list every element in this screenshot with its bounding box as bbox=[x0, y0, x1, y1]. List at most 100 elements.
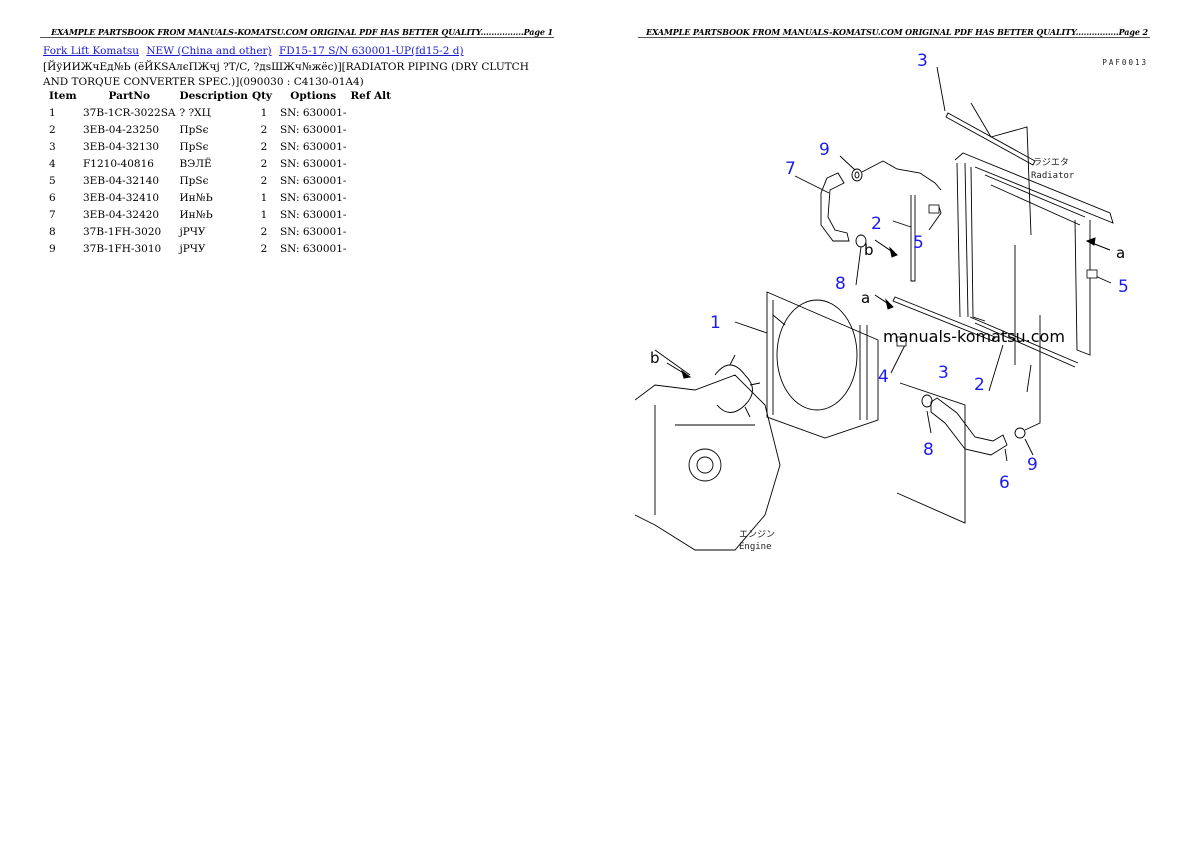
callout-1: 1 bbox=[710, 313, 721, 333]
cell-item: 6 bbox=[49, 192, 56, 204]
cell-qty: 2 bbox=[260, 158, 268, 170]
cell-description: ПрSє bbox=[179, 141, 209, 153]
cell-refalt bbox=[350, 192, 395, 209]
engine-label: Engine bbox=[739, 542, 772, 552]
page-2: EXAMPLE PARTSBOOK FROM MANUALS-KOMATSU.C… bbox=[595, 0, 1190, 842]
callout-2: 2 bbox=[871, 214, 882, 234]
parts-table: Item PartNo Description Qty Options Ref … bbox=[46, 90, 395, 260]
cell-qty: 1 bbox=[260, 107, 268, 119]
cell-options: SN: 630001- bbox=[279, 209, 347, 221]
breadcrumb: Fork Lift Komatsu NEW (China and other) … bbox=[43, 45, 468, 57]
diagram-code: PAF0013 bbox=[1102, 58, 1148, 67]
table-row: 3 3EB-04-32130 ПрSє 2 SN: 630001- bbox=[46, 141, 395, 158]
cell-qty: 2 bbox=[260, 124, 268, 136]
cell-partno: 37B-1CR-3022SA bbox=[83, 107, 176, 119]
cell-refalt bbox=[350, 124, 395, 141]
callout-5: 5 bbox=[913, 233, 924, 253]
cell-item: 8 bbox=[49, 226, 56, 238]
cell-partno: 37B-1FH-3020 bbox=[83, 226, 162, 238]
cell-refalt bbox=[350, 243, 395, 260]
engine-jp-label: エンジン bbox=[739, 530, 775, 540]
table-row: 5 3EB-04-32140 ПрSє 2 SN: 630001- bbox=[46, 175, 395, 192]
cell-refalt bbox=[350, 141, 395, 158]
callout-3: 3 bbox=[917, 51, 928, 71]
breadcrumb-new-china[interactable]: NEW (China and other) bbox=[146, 45, 272, 57]
page-1: EXAMPLE PARTSBOOK FROM MANUALS-KOMATSU.C… bbox=[40, 27, 554, 260]
col-item: Item bbox=[49, 90, 77, 102]
col-options: Options bbox=[290, 90, 337, 102]
cell-qty: 2 bbox=[260, 175, 268, 187]
cell-partno: 3EB-04-23250 bbox=[83, 124, 160, 136]
cell-partno: 3EB-04-32140 bbox=[83, 175, 160, 187]
callout-8: 8 bbox=[923, 440, 934, 460]
callout-8: 8 bbox=[835, 274, 846, 294]
cell-qty: 2 bbox=[260, 141, 268, 153]
arrow-a-label: a bbox=[861, 289, 870, 307]
callout-3: 3 bbox=[938, 363, 949, 383]
table-row: 8 37B-1FH-3020 jРЧУ 2 SN: 630001- bbox=[46, 226, 395, 243]
cell-refalt bbox=[350, 226, 395, 243]
cell-qty: 2 bbox=[260, 226, 268, 238]
cell-qty: 1 bbox=[260, 209, 268, 221]
cell-options: SN: 630001- bbox=[279, 158, 347, 170]
callout-6: 6 bbox=[999, 473, 1010, 493]
callout-9: 9 bbox=[1027, 455, 1038, 475]
cell-qty: 1 bbox=[260, 192, 268, 204]
cell-partno: 37B-1FH-3010 bbox=[83, 243, 162, 255]
cell-description: Ин№Ь bbox=[179, 209, 213, 221]
table-row: 4 F1210-40816 ВЭЛЁ 2 SN: 630001- bbox=[46, 158, 395, 175]
col-qty: Qty bbox=[251, 90, 273, 102]
radiator-label: Radiator bbox=[1031, 171, 1075, 181]
table-row: 7 3EB-04-32420 Ин№Ь 1 SN: 630001- bbox=[46, 209, 395, 226]
cell-partno: F1210-40816 bbox=[83, 158, 154, 170]
col-refalt: Ref Alt bbox=[350, 90, 392, 102]
table-header-row: Item PartNo Description Qty Options Ref … bbox=[46, 90, 395, 107]
arrow-a-label: a bbox=[1116, 244, 1125, 262]
breadcrumb-fork-lift-komatsu[interactable]: Fork Lift Komatsu bbox=[43, 45, 139, 57]
cell-item: 3 bbox=[49, 141, 56, 153]
cell-refalt bbox=[350, 175, 395, 192]
cell-options: SN: 630001- bbox=[279, 107, 347, 119]
cell-description: ПрSє bbox=[179, 124, 209, 136]
cell-partno: 3EB-04-32420 bbox=[83, 209, 160, 221]
callout-5: 5 bbox=[1118, 277, 1129, 297]
callout-2: 2 bbox=[974, 375, 985, 395]
table-row: 2 3EB-04-23250 ПрSє 2 SN: 630001- bbox=[46, 124, 395, 141]
page-header: EXAMPLE PARTSBOOK FROM MANUALS-KOMATSU.C… bbox=[51, 27, 553, 37]
breadcrumb-model[interactable]: FD15-17 S/N 630001-UP(fd15-2 d) bbox=[279, 45, 464, 57]
exploded-parts-diagram: ラジエタ Radiator エンジン Engine b a a b manual… bbox=[635, 51, 1129, 552]
table-row: 9 37B-1FH-3010 jРЧУ 2 SN: 630001- bbox=[46, 243, 395, 260]
cell-options: SN: 630001- bbox=[279, 226, 347, 238]
cell-description: ПрSє bbox=[179, 175, 209, 187]
cell-options: SN: 630001- bbox=[279, 175, 347, 187]
table-row: 1 37B-1CR-3022SA ? ?ХЦ 1 SN: 630001- bbox=[46, 107, 395, 124]
cell-partno: 3EB-04-32130 bbox=[83, 141, 160, 153]
cell-item: 5 bbox=[49, 175, 56, 187]
cell-partno: 3EB-04-32410 bbox=[83, 192, 160, 204]
cell-item: 2 bbox=[49, 124, 56, 136]
radiator-jp-label: ラジエタ bbox=[1033, 157, 1069, 168]
watermark: manuals-komatsu.com bbox=[883, 327, 1065, 346]
section-title: [ЙўИИЖчЕд№Ь (ёЙKSAлєПЖчј ?T/C, ?дsШЖч№жё… bbox=[43, 61, 529, 88]
arrow-b-label: b bbox=[650, 349, 660, 367]
cell-options: SN: 630001- bbox=[279, 192, 347, 204]
header-divider bbox=[638, 37, 1150, 38]
cell-refalt bbox=[350, 209, 395, 226]
arrow-b-label: b bbox=[864, 241, 874, 259]
cell-item: 7 bbox=[49, 209, 56, 221]
header-divider bbox=[40, 37, 554, 38]
cell-description: jРЧУ bbox=[179, 243, 206, 255]
table-row: 6 3EB-04-32410 Ин№Ь 1 SN: 630001- bbox=[46, 192, 395, 209]
cell-description: Ин№Ь bbox=[179, 192, 213, 204]
cell-item: 1 bbox=[49, 107, 56, 119]
cell-description: ? ?ХЦ bbox=[179, 107, 211, 119]
col-partno: PartNo bbox=[108, 90, 150, 102]
col-description: Description bbox=[179, 90, 248, 102]
cell-description: ВЭЛЁ bbox=[179, 158, 212, 170]
cell-refalt bbox=[350, 107, 395, 124]
cell-refalt bbox=[350, 158, 395, 175]
cell-options: SN: 630001- bbox=[279, 124, 347, 136]
cell-options: SN: 630001- bbox=[279, 141, 347, 153]
callout-9: 9 bbox=[819, 140, 830, 160]
cell-description: jРЧУ bbox=[179, 226, 206, 238]
